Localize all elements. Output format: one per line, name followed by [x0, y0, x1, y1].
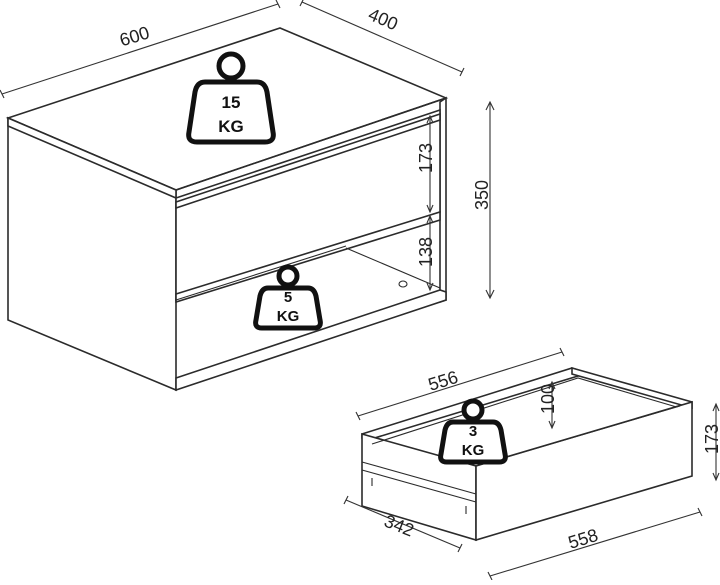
- dim-tick: [355, 411, 361, 421]
- dim-arrow: [426, 282, 434, 292]
- dim-arrow: [548, 380, 556, 390]
- cabinet-divider: [175, 112, 441, 210]
- cabinet-dimensions: 600 400 350 173 138: [0, 0, 495, 300]
- weight-ring: [276, 264, 300, 288]
- dim-line-inner-depth: [345, 499, 461, 549]
- drawer-rail: [361, 461, 477, 495]
- drawer-front-panel: [475, 400, 693, 542]
- dim-arrow: [426, 114, 434, 124]
- weight-icon-drawer: 3 KG: [438, 398, 508, 465]
- weight-top-unit: KG: [218, 117, 244, 136]
- shelf-inner-edge: [345, 247, 441, 289]
- dim-arrow: [426, 214, 434, 224]
- dim-side-height-label: 100: [538, 384, 558, 414]
- dim-height-label: 350: [472, 180, 492, 210]
- dim-arrow: [712, 402, 720, 412]
- drawer-rail: [361, 469, 477, 503]
- drawer-inner-edge: [475, 405, 681, 467]
- weight-drawer-value: 3: [469, 423, 477, 440]
- cabinet: [5, 27, 449, 392]
- dim-line-inner-width: [357, 351, 563, 417]
- dim-arrow: [426, 204, 434, 214]
- dim-width-label: 600: [117, 22, 152, 50]
- dim-drawer-opening-label: 173: [416, 143, 436, 173]
- weight-icon-shelf: 5 KG: [253, 264, 323, 331]
- dim-line-width: [1, 3, 279, 95]
- weight-body: [253, 285, 323, 331]
- dim-line-depth: [301, 1, 463, 73]
- dim-tick: [275, 0, 281, 9]
- dim-arrow: [485, 289, 495, 300]
- cabinet-bottom-board: [175, 289, 447, 392]
- shelf-inner-back: [175, 245, 347, 301]
- dim-tick: [459, 67, 465, 77]
- cabinet-front-edge: [175, 97, 447, 191]
- weight-body: [438, 419, 508, 465]
- dim-tick: [559, 347, 565, 357]
- dim-arrow: [548, 420, 556, 430]
- dim-depth-label: 400: [365, 4, 400, 34]
- dim-tick: [0, 89, 5, 99]
- dim-line-front-width: [489, 511, 701, 577]
- dim-front-width-label: 558: [566, 525, 601, 553]
- cabinet-right-panel: [439, 96, 447, 304]
- weight-ring: [216, 51, 246, 81]
- dim-inner-width-label: 556: [426, 367, 461, 395]
- drawer: [361, 366, 693, 542]
- cable-hole: [398, 280, 408, 288]
- dim-front-height-label: 173: [702, 424, 720, 454]
- weight-body: [186, 79, 276, 145]
- dim-arrow: [712, 472, 720, 482]
- dim-tick: [299, 0, 304, 7]
- drawer-right-side: [571, 366, 693, 410]
- weight-shelf-value: 5: [284, 289, 292, 306]
- dim-tick: [457, 543, 463, 553]
- weight-shelf-unit: KG: [277, 308, 300, 325]
- weight-icon-top: 15 KG: [186, 51, 276, 145]
- dim-tick: [487, 571, 493, 581]
- weight-ring: [461, 398, 485, 422]
- drawer-floor: [371, 377, 681, 445]
- weight-top-value: 15: [222, 93, 241, 112]
- weight-drawer-unit: KG: [462, 442, 485, 459]
- dim-arrow: [485, 100, 495, 111]
- dim-shelf-opening-label: 138: [416, 237, 436, 267]
- dim-tick: [343, 495, 349, 505]
- dim-tick: [697, 507, 703, 517]
